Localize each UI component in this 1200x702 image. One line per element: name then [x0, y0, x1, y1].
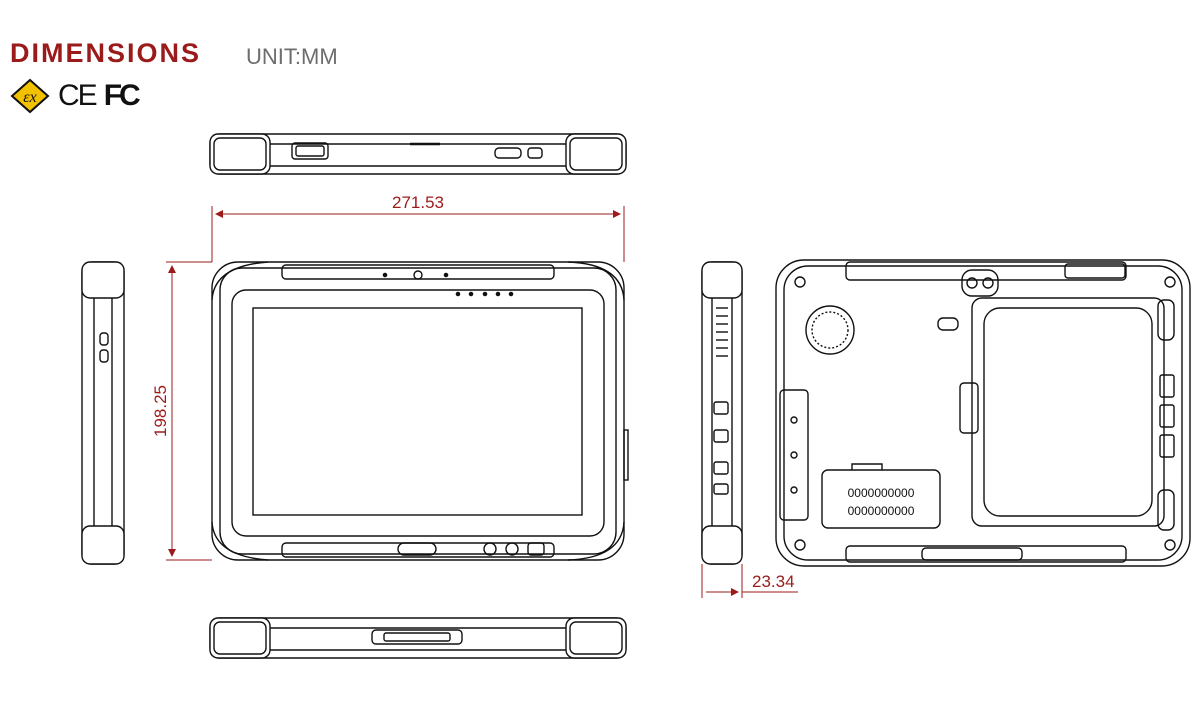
ex-atex-icon: εx [10, 78, 50, 114]
svg-text:0000000000: 0000000000 [848, 504, 915, 518]
svg-text:0000000000: 0000000000 [848, 486, 915, 500]
fcc-mark-icon: FC [103, 79, 141, 112]
svg-text:εx: εx [23, 89, 36, 106]
certification-marks: εx CE FC [10, 78, 141, 114]
page-title: DIMENSIONS [10, 38, 202, 68]
left-side-view [81, 261, 125, 565]
rear-view: 0000000000 0000000000 [775, 259, 1191, 567]
right-side-view [701, 261, 743, 565]
top-edge-view [209, 133, 627, 175]
dimension-lines [166, 206, 798, 598]
unit-label: UNIT:MM [246, 44, 338, 69]
bottom-edge-view [209, 617, 627, 659]
width-dimension-label: 271.53 [392, 193, 444, 212]
height-dimension-label: 198.25 [151, 385, 170, 437]
ce-mark-icon: CE [58, 79, 98, 112]
front-view [211, 261, 629, 561]
depth-dimension-label: 23.34 [752, 572, 795, 591]
